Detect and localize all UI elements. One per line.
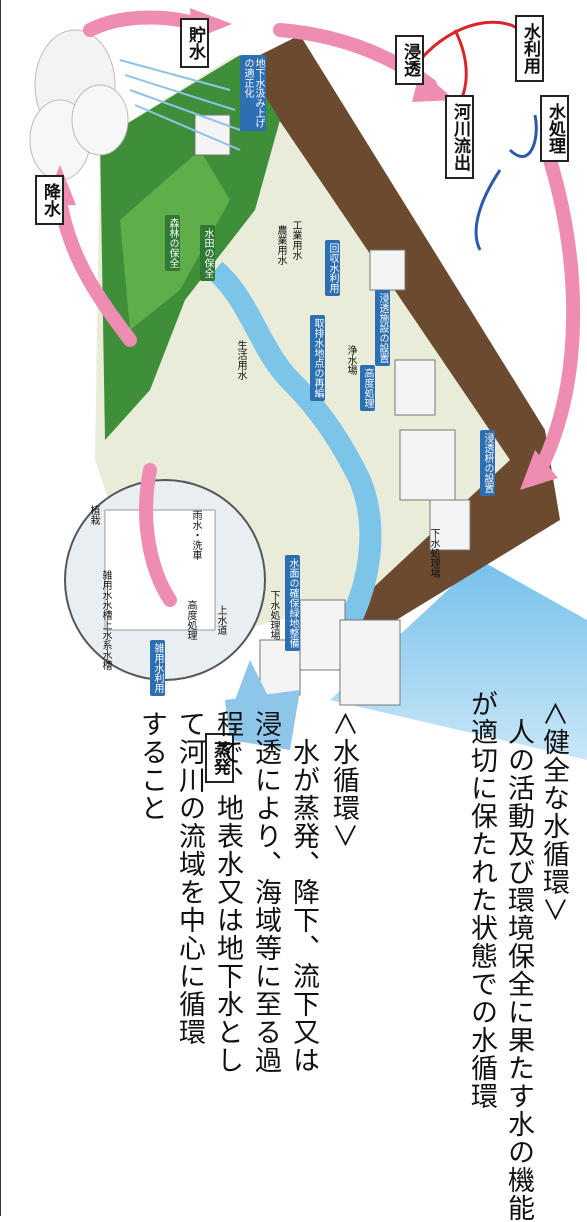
label-agri-water: 農業用水: [275, 225, 286, 265]
river: [207, 261, 382, 646]
tag-forest: 森林の保全: [165, 215, 180, 271]
label-domestic-water: 生活用水: [235, 340, 246, 380]
tag-groundwater: 地下水汲み上げの適正化: [240, 55, 266, 131]
healthy-cycle-line-2: が適切に保たれた状態での水循環: [466, 690, 497, 1110]
rain: [119, 59, 241, 151]
label-river-outflow: 河川流出: [445, 95, 474, 179]
label-purification: 浄水場: [345, 345, 356, 375]
healthy-cycle-title: ＜健全な水循環＞: [538, 700, 569, 924]
label-tap: 上水道: [215, 605, 226, 635]
label-advanced: 高度処理: [185, 600, 196, 640]
label-rainwater: 雨水・洗車: [190, 510, 201, 560]
water-cycle-line-4: て河川の流域を中心に循環: [174, 710, 205, 1046]
water-cycle-line-5: すること: [136, 710, 167, 822]
tag-infiltration-facility: 浸透施設の設置: [375, 290, 390, 366]
healthy-cycle-line-1: 人の活動及び環境保全に果たす水の機能: [503, 690, 534, 1222]
blue-arrow: [508, 114, 538, 158]
label-misc-tank: 雑用水水槽: [100, 570, 111, 620]
tag-reuse: 回収水利用: [325, 240, 340, 296]
tag-advanced-treatment: 高度処理: [360, 365, 375, 411]
label-tap-tank: 上水系水槽: [100, 620, 111, 670]
label-water-use: 水利用: [515, 15, 544, 82]
label-storage: 貯水: [180, 18, 209, 68]
sea-area: [330, 560, 587, 760]
red-arrow: [418, 20, 521, 61]
label-infiltration: 浸透: [395, 35, 424, 85]
water-cycle-line-1: 水が蒸発、降下、流下又は: [288, 710, 319, 1074]
tag-trench: 浸透枡の設置: [480, 430, 495, 496]
label-evaporation: 蒸発: [205, 733, 234, 783]
water-cycle-line-3: 程で、地表水又は地下水とし: [212, 710, 243, 1074]
tag-waterside: 水面の確保緑地整備: [285, 555, 300, 651]
water-cycle-title: ＜水循環＞: [328, 710, 359, 850]
label-rooftop: 植栽: [88, 505, 99, 525]
tag-paddy: 水田の保全: [200, 225, 215, 281]
label-rain: 降水: [35, 175, 64, 225]
label-industrial-water: 工業用水: [290, 220, 301, 260]
evaporation-arrow: [225, 690, 300, 750]
label-sewage-2: 下水処理場: [428, 528, 439, 578]
tag-intake: 取排水地点の再編: [310, 315, 325, 401]
page-border: [0, 0, 1, 1216]
cloud: [29, 29, 129, 181]
label-misc-use: 雑用水利用: [150, 640, 165, 696]
buildings: [194, 114, 471, 706]
label-sewage-1: 下水処理場: [268, 590, 279, 640]
water-cycle-line-2: 浸透により、海域等に至る過: [250, 710, 281, 1074]
label-water-treatment: 水処理: [540, 95, 569, 162]
